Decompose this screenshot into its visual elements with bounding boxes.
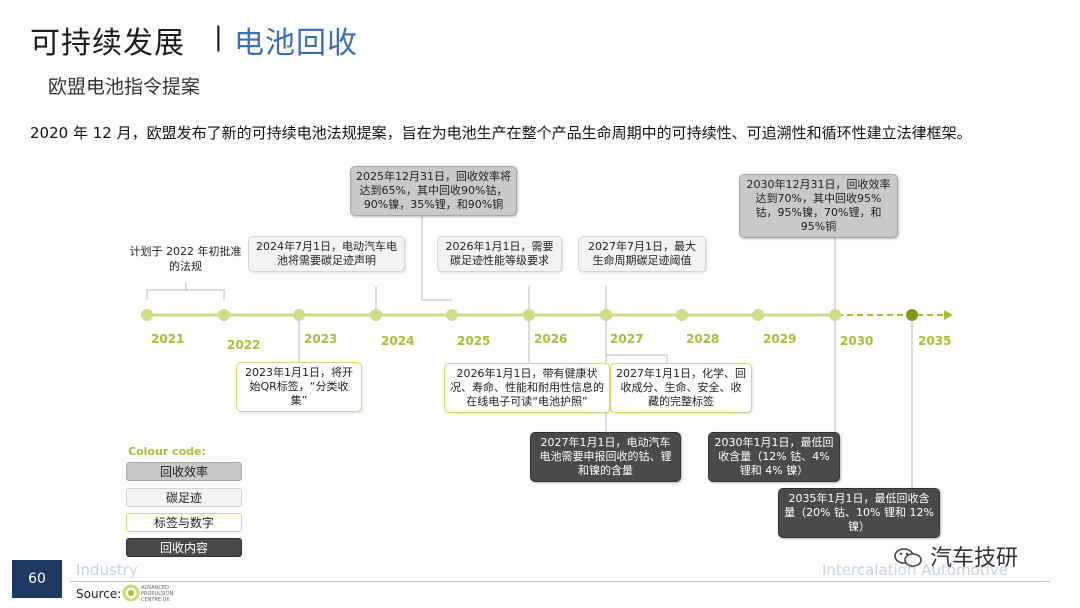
timeline-dot-2021 [141,309,153,321]
timeline-dot-2022 [218,309,230,321]
year-label-2028: 2028 [686,332,720,346]
year-label-2023: 2023 [304,332,338,346]
legend-title: Colour code: [128,445,206,458]
wechat-icon [894,548,922,567]
year-label-2029: 2029 [763,332,797,346]
page-subtitle: 欧盟电池指令提案 [48,76,201,98]
year-label-2021: 2021 [151,332,185,346]
legend-recovery-efficiency: 回收效率 [126,462,242,481]
footer-section-label: Industry [76,561,138,579]
event-2023-qr-label: 2023年1月1日，将开始QR标签，“分类收集” [236,362,362,412]
title-separator: | [214,22,223,52]
apc-logo-text: ADVANCED PROPULSION CENTRE UK [141,585,174,603]
intro-paragraph: 2020 年 12 月，欧盟发布了新的可持续电池法规提案，旨在为电池生产在整个产… [30,124,972,142]
event-2025-recovery-efficiency: 2025年12月31日，回收效率将达到65%，其中回收90%钴，90%镍，35%… [350,166,517,216]
source-label: Source: [76,587,122,601]
event-2030-recovery-efficiency: 2030年12月31日，回收效率达到70%，其中回收95%钴，95%镍，70%锂… [739,174,898,238]
page-topic: 电池回收 [234,26,358,61]
year-label-2027: 2027 [610,332,644,346]
legend-carbon-footprint: 碳足迹 [126,488,242,507]
year-label-2024: 2024 [381,334,415,348]
timeline-dot-2028 [676,309,688,321]
timeline-dot-2023 [293,309,305,321]
event-2024-carbon-footprint: 2024年7月1日，电动汽车电池将需要碳足迹声明 [248,236,405,272]
event-2030-min-recycled-content: 2030年1月1日，最低回收含量（12% 钴、4% 锂和 4% 镍） [708,432,840,482]
event-2026-carbon-footprint: 2026年1月1日，需要碳足迹性能等级要求 [437,236,562,272]
apc-logo-icon [122,584,140,602]
year-label-2025: 2025 [457,334,491,348]
footer-divider [70,581,1050,582]
event-2027-recycled-content: 2027年1月1日，电动汽车电池需要申报回收的钴、锂和镍的含量 [530,432,681,482]
legend-label-digital: 标签与数字 [126,513,242,532]
watermark-text: 汽车技研 [930,546,1019,571]
page-title: 可持续发展 [30,26,185,61]
timeline-dot-2027 [600,309,612,321]
event-2027-full-label: 2027年1月1日，化学、回收成分、生命、安全、收藏的完整标签 [610,363,752,413]
page-number: 60 [12,560,62,598]
timeline-dot-2029 [752,309,764,321]
year-label-2026: 2026 [534,332,568,346]
footer-right-label: Intercalation Automotive [822,561,1008,579]
timeline-dot-2026 [523,309,535,321]
timeline-dot-2035 [906,309,918,321]
year-label-2022: 2022 [227,338,261,352]
year-label-2030: 2030 [840,334,874,348]
event-2035-min-recycled-content: 2035年1月1日，最低回收含量（20% 钴、10% 锂和 12% 镍） [778,488,940,538]
timeline-dot-2030 [829,309,841,321]
timeline-dot-2024 [370,309,382,321]
year-label-2035: 2035 [918,334,952,348]
legend-recycled-content: 回收内容 [126,538,242,557]
event-2026-battery-passport: 2026年1月1日，带有健康状况、寿命、性能和耐用性信息的在线电子可读“电池护照… [444,363,610,413]
timeline-dot-2025 [446,309,458,321]
event-2027-carbon-threshold: 2027年7月1日，最大生命周期碳足迹阈值 [578,236,706,272]
watermark: 汽车技研 [893,540,1018,572]
note-2021-regulation: 计划于 2022 年初批准的法规 [129,245,242,273]
